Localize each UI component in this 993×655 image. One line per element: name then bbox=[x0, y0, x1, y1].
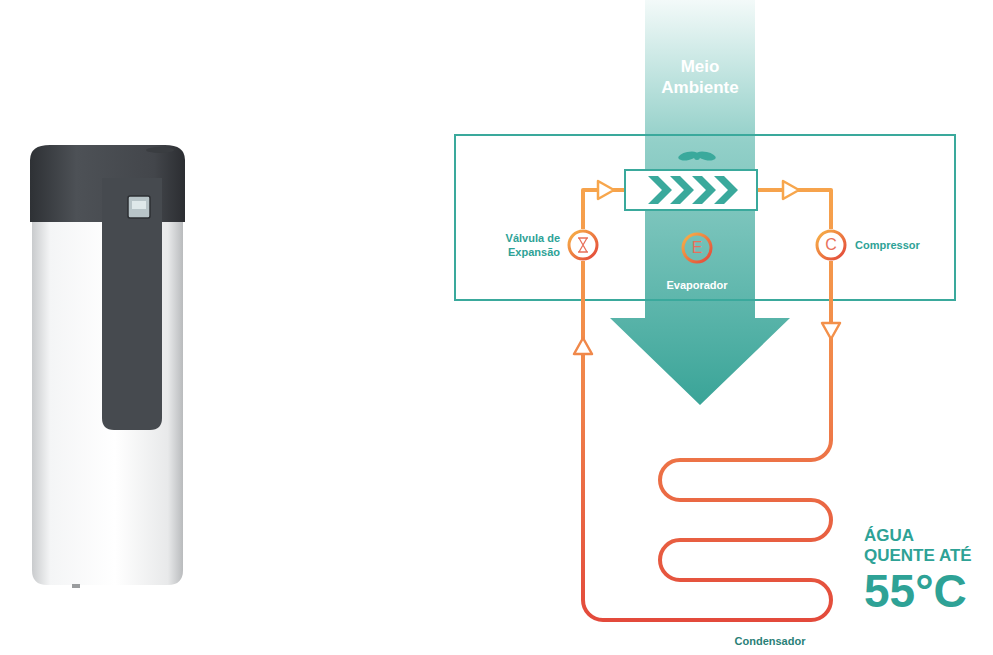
tank-foot bbox=[72, 584, 80, 588]
expansion-valve: Válvula de Expansão bbox=[462, 225, 599, 265]
component-label: Evaporador bbox=[657, 278, 737, 292]
temperature-value: 55°C bbox=[864, 566, 988, 616]
component-label: Compressor bbox=[855, 238, 943, 252]
evaporator: E Evaporador bbox=[657, 232, 737, 294]
airflow-chevrons bbox=[648, 176, 738, 204]
water-heater bbox=[30, 145, 185, 588]
display-screen bbox=[132, 201, 146, 209]
component-letter: E bbox=[681, 232, 713, 264]
part-name: Condensador bbox=[690, 634, 850, 648]
band-label: Meio Ambiente bbox=[650, 56, 750, 98]
evaporator-coil bbox=[625, 170, 757, 210]
unit-outline bbox=[455, 135, 955, 300]
component-letter: C bbox=[815, 229, 847, 261]
fan-icon bbox=[677, 150, 716, 162]
component-circle bbox=[567, 229, 599, 261]
component-label: Válvula de Expansão bbox=[462, 231, 560, 259]
side-panel bbox=[102, 178, 162, 430]
component-ring bbox=[569, 231, 597, 259]
cap-opening bbox=[146, 147, 174, 153]
ambient-band: Meio Ambiente bbox=[645, 52, 755, 112]
callout-text: ÁGUA QUENTE ATÉ bbox=[864, 526, 988, 566]
compressor: C Compressor bbox=[815, 229, 945, 261]
valve-symbol bbox=[578, 238, 588, 252]
ambient-air-arrow bbox=[610, 0, 790, 405]
control-display bbox=[128, 196, 150, 218]
refrigerant-pipe bbox=[583, 190, 831, 620]
